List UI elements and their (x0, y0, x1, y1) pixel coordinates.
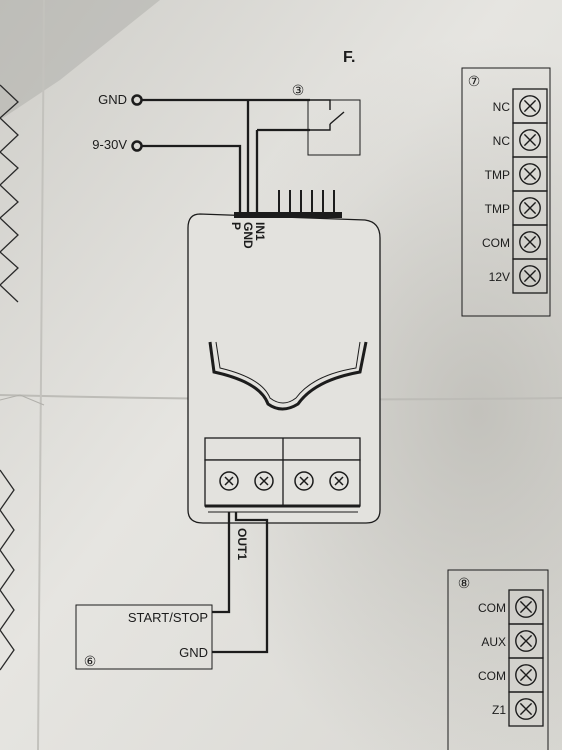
screw-terminal-icon (515, 664, 537, 686)
power-input-terminal (131, 140, 143, 152)
start-stop-box (75, 604, 213, 670)
terminal-label: TMP (485, 202, 510, 216)
terminal-block-7-number: ⑦ (468, 73, 481, 89)
terminal-block-8-number: ⑧ (458, 575, 471, 591)
terminal-cell (508, 691, 544, 727)
paper-edge (0, 394, 45, 406)
screw-terminal-icon (515, 698, 537, 720)
terminal-row: NC (493, 122, 548, 158)
pin-header-pins (278, 190, 335, 212)
terminal-label: COM (478, 601, 506, 615)
terminal-block-7-terminals: NC NC TMP TMP COM 12V (482, 88, 548, 294)
terminal-label: 12V (489, 270, 510, 284)
terminal-block-8-frame (447, 569, 549, 750)
terminal-row: COM (482, 224, 548, 260)
fold-crease-vertical (37, 0, 45, 750)
mounting-bracket-inner (215, 341, 361, 404)
terminal-label: AUX (481, 635, 506, 649)
screw-terminal-icon (294, 471, 314, 491)
screw-terminal-icon (519, 265, 541, 287)
switch-contact-icon (310, 99, 345, 131)
terminal-block-8-terminals: COM AUX COM Z1 (478, 589, 544, 727)
terminal-label: COM (482, 236, 510, 250)
terminal-block-8: ⑧ COM AUX COM Z1 (447, 569, 549, 750)
power-input-label: GND (98, 92, 127, 107)
power-input-label: 9-30V (92, 137, 127, 152)
screw-terminal-icon (519, 163, 541, 185)
section-letter: F. (343, 49, 355, 66)
pin-label: IN1 (253, 222, 267, 241)
screw-terminal-icon (515, 596, 537, 618)
power-wires (142, 98, 310, 216)
pin-label: P (229, 222, 243, 230)
terminal-label: NC (493, 100, 511, 114)
mounting-bracket-icon (208, 341, 368, 411)
start-stop-label: GND (179, 645, 208, 660)
pin-header (234, 212, 342, 218)
screw-terminal-icon (254, 471, 274, 491)
terminal-block-7-frame (461, 67, 551, 317)
terminal-block-7: ⑦ NC NC TMP TMP COM 12V (461, 67, 551, 317)
output-wires (212, 512, 269, 654)
terminal-row: 12V (489, 258, 548, 294)
output-label: OUT1 (235, 528, 249, 560)
terminal-row: AUX (481, 623, 544, 659)
pin-label: GND (241, 222, 255, 249)
screw-terminal-icon (329, 471, 349, 491)
screw-terminal-icon (519, 197, 541, 219)
left-zigzag-top (0, 84, 19, 303)
terminal-label: TMP (485, 168, 510, 182)
screw-terminal-icon (519, 129, 541, 151)
terminal-row: TMP (485, 190, 548, 226)
terminal-label: NC (493, 134, 511, 148)
output-terminal-block (204, 437, 361, 513)
switch-box (307, 99, 361, 156)
screw-terminal-icon (519, 231, 541, 253)
screw-terminal-icon (219, 471, 239, 491)
screw-terminal-icon (519, 95, 541, 117)
terminal-row: Z1 (492, 691, 544, 727)
terminal-label: Z1 (492, 703, 506, 717)
power-input-terminal (131, 94, 143, 106)
terminal-label: COM (478, 669, 506, 683)
terminal-cell (512, 258, 548, 294)
top-left-shadow (0, 0, 160, 120)
terminal-row: COM (478, 657, 544, 693)
start-stop-label: START/STOP (128, 610, 208, 625)
screw-terminal-icon (515, 630, 537, 652)
start-stop-box-number: ⑥ (84, 653, 97, 669)
switch-box-number: ③ (292, 82, 305, 98)
left-zigzag-bottom (0, 469, 15, 671)
